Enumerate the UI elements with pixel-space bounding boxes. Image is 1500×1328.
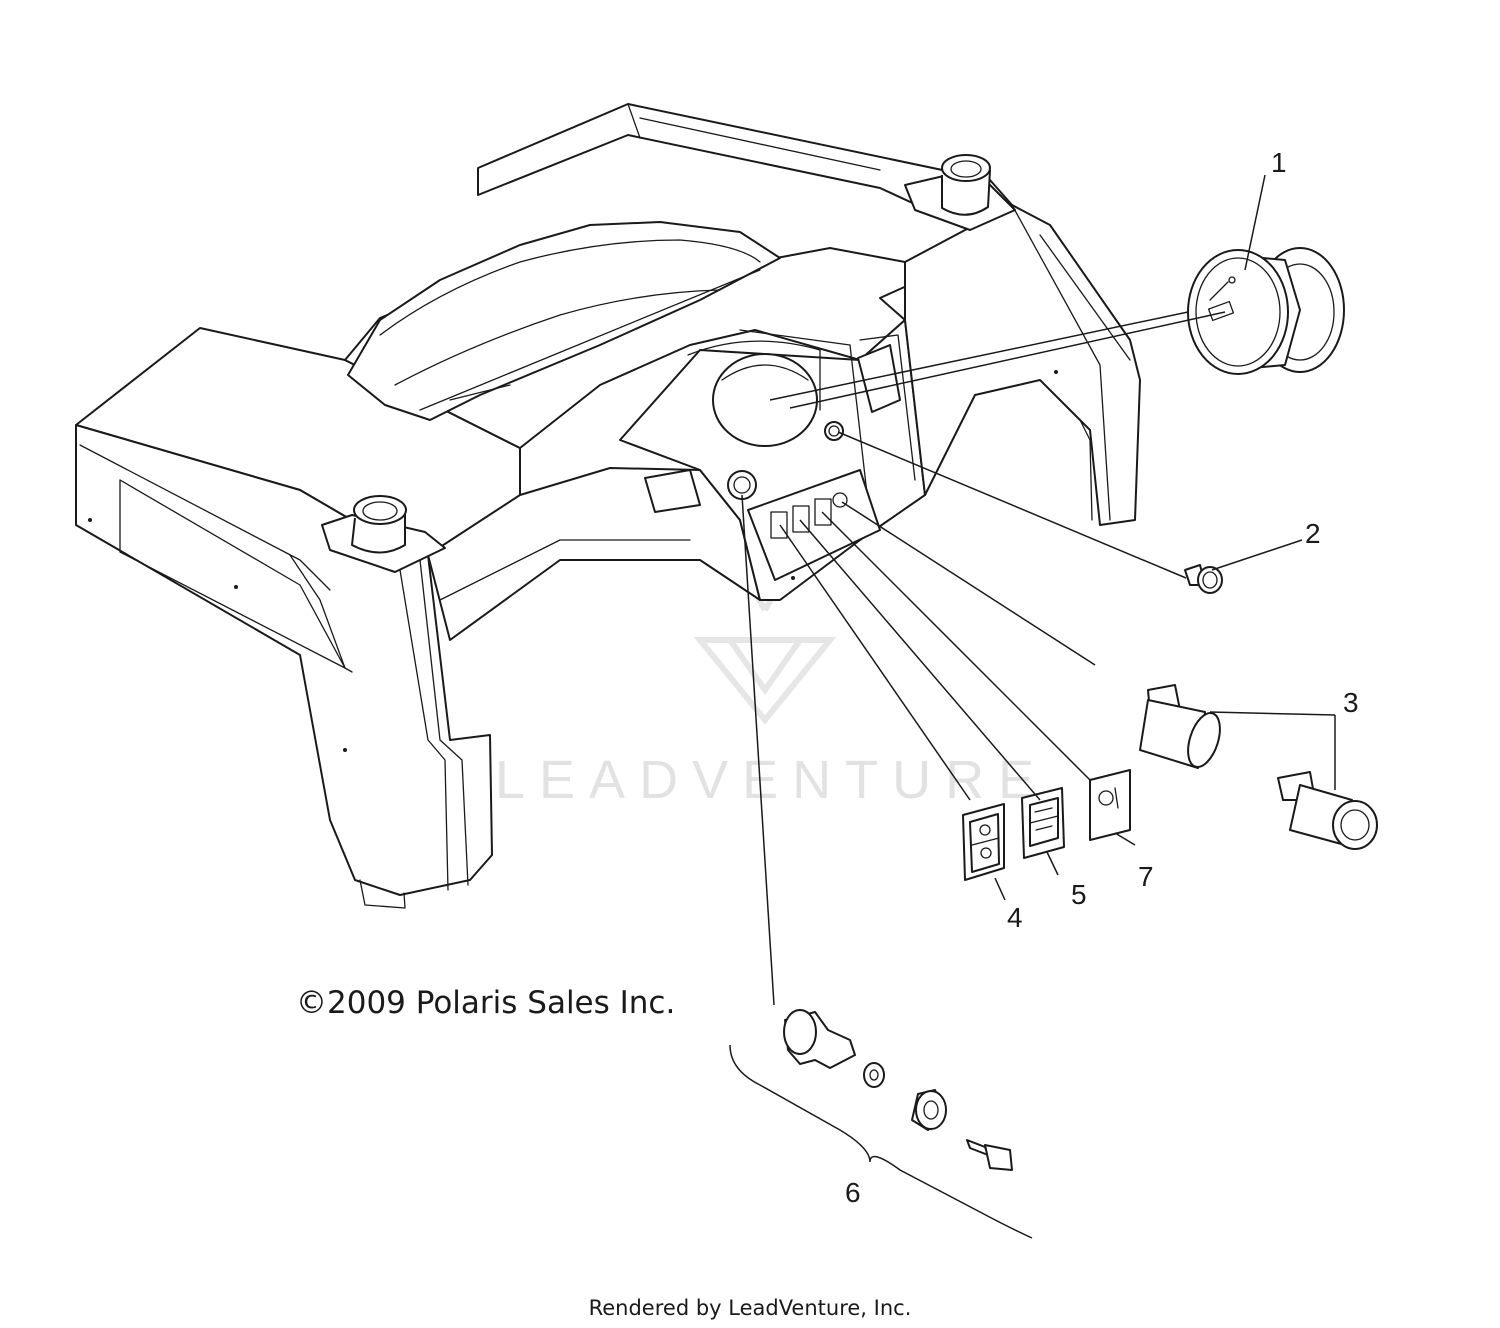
leader-lines	[741, 174, 1336, 1006]
indicator-light	[1184, 564, 1223, 594]
callout-1: 1	[1271, 147, 1287, 178]
footer-credit: Rendered by LeadVenture, Inc.	[588, 1296, 912, 1320]
right-vent-cup	[904, 154, 1016, 231]
callout-3: 3	[1343, 687, 1359, 718]
group-brace-6	[729, 1044, 1033, 1239]
light-switch	[962, 803, 1005, 881]
callout-4: 4	[1007, 902, 1023, 933]
callout-5: 5	[1071, 879, 1087, 910]
ignition-switch	[783, 1009, 1013, 1171]
callout-2: 2	[1305, 518, 1321, 549]
speedometer-opening	[712, 353, 818, 447]
callout-7: 7	[1138, 861, 1154, 892]
watermark-text: LEADVENTURE	[495, 750, 1048, 810]
copyright-text: ©2009 Polaris Sales Inc.	[296, 985, 676, 1021]
power-outlet	[1139, 684, 1378, 850]
left-vent-cup	[321, 495, 446, 573]
callout-6: 6	[845, 1177, 861, 1208]
switch-plug	[1089, 769, 1131, 841]
leadventure-watermark: LEADVENTURE	[495, 493, 1048, 810]
dash-panel-assembly	[75, 103, 1141, 909]
drive-switch	[1021, 787, 1065, 859]
speedometer-gauge	[1187, 247, 1345, 375]
